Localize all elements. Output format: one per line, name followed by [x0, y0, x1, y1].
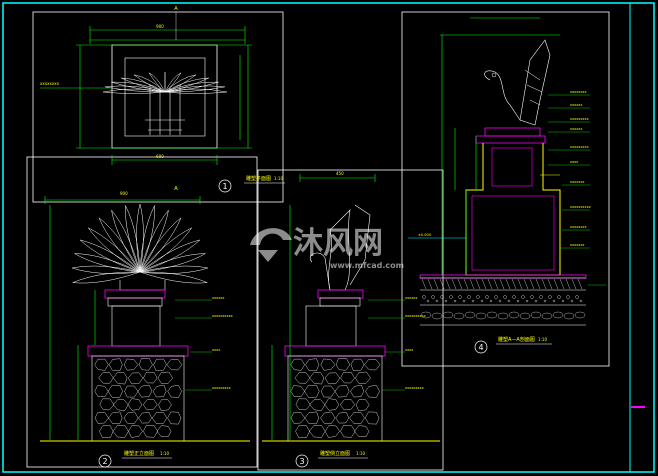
section-view: xxxxxxxx xxxxxx xxxxxxxxx xxxxxx xxxxxxx… — [408, 17, 606, 354]
svg-text:xxxxxx: xxxxxx — [212, 296, 224, 300]
svg-text:900: 900 — [156, 24, 164, 29]
svg-text:3: 3 — [299, 457, 304, 466]
svg-text:1:10: 1:10 — [160, 451, 169, 456]
svg-text:2: 2 — [102, 457, 107, 466]
svg-text:1:10: 1:10 — [274, 176, 283, 181]
svg-text:1:10: 1:10 — [538, 337, 547, 342]
svg-text:雕塑侧立面图: 雕塑侧立面图 — [320, 450, 350, 457]
svg-text:4: 4 — [478, 343, 483, 352]
section-view-title: 4 雕塑A—A剖面图 1:10 — [474, 336, 552, 354]
svg-text:1: 1 — [222, 182, 227, 191]
svg-text:xxxxxxxxx: xxxxxxxxx — [570, 145, 589, 149]
watermark-url: www.mfcad.com — [330, 261, 404, 270]
watermark-logo-icon — [250, 228, 292, 262]
front-view: 900 A xxxxxx xxxxxxxxxx xxxx xxxxxxxxx 2… — [40, 186, 250, 468]
svg-text:xxxxxxxxx: xxxxxxxxx — [405, 386, 424, 390]
svg-text:xxxxxxxxx: xxxxxxxxx — [212, 386, 231, 390]
svg-text:xxxxxxxxxx: xxxxxxxxxx — [405, 314, 426, 318]
section-view-frame — [401, 11, 610, 367]
watermark: 沐风网 www.mfcad.com — [250, 226, 404, 270]
section-marker-top: A — [174, 6, 178, 12]
svg-text:xxxx: xxxx — [212, 348, 220, 352]
svg-text:1:10: 1:10 — [356, 451, 365, 456]
svg-text:xxxxxx: xxxxxx — [405, 296, 417, 300]
svg-text:xxxxxx: xxxxxx — [570, 127, 582, 131]
front-view-frame — [26, 156, 258, 468]
svg-text:xxxxxxx: xxxxxxx — [570, 180, 585, 184]
side-view-frame — [257, 169, 444, 471]
plan-view: xxxxxxxx 900 600 A 1 雕塑平面图 1:10 — [40, 6, 285, 193]
plan-view-frame — [32, 11, 284, 203]
plan-view-title: 1 雕塑平面图 1:10 — [218, 175, 285, 193]
side-view-title: 3 雕塑侧立面图 1:10 — [295, 450, 368, 468]
svg-text:xxxx: xxxx — [570, 160, 578, 164]
svg-text:xxxx: xxxx — [405, 348, 413, 352]
svg-text:雕塑平面图: 雕塑平面图 — [246, 175, 271, 182]
side-view: 450 xxxxxx xxxxxxxxxx xxxx xxxxxxxxx 3 雕… — [262, 171, 440, 468]
svg-text:900: 900 — [120, 191, 128, 196]
svg-text:xxxxxxxxx: xxxxxxxxx — [570, 117, 589, 121]
svg-text:450: 450 — [336, 171, 344, 176]
svg-text:xxxxxxxx: xxxxxxxx — [570, 90, 587, 94]
watermark-text: 沐风网 — [293, 226, 383, 261]
svg-text:±0.000: ±0.000 — [418, 233, 431, 237]
svg-text:600: 600 — [156, 154, 164, 159]
svg-text:xxxxxxxx: xxxxxxxx — [570, 225, 587, 229]
svg-text:xxxxxxxx: xxxxxxxx — [40, 81, 60, 86]
svg-text:xxxxxxx: xxxxxxx — [570, 243, 585, 247]
section-marker-front: A — [174, 186, 178, 192]
svg-text:xxxxxx: xxxxxx — [570, 103, 582, 107]
front-view-title: 2 雕塑正立面图 1:10 — [98, 450, 172, 468]
svg-text:雕塑正立面图: 雕塑正立面图 — [124, 450, 154, 457]
svg-text:xxxxxxxxxx: xxxxxxxxxx — [212, 314, 233, 318]
svg-text:xxxxxxxxxx: xxxxxxxxxx — [570, 205, 591, 209]
svg-text:雕塑A—A剖面图: 雕塑A—A剖面图 — [498, 336, 535, 343]
